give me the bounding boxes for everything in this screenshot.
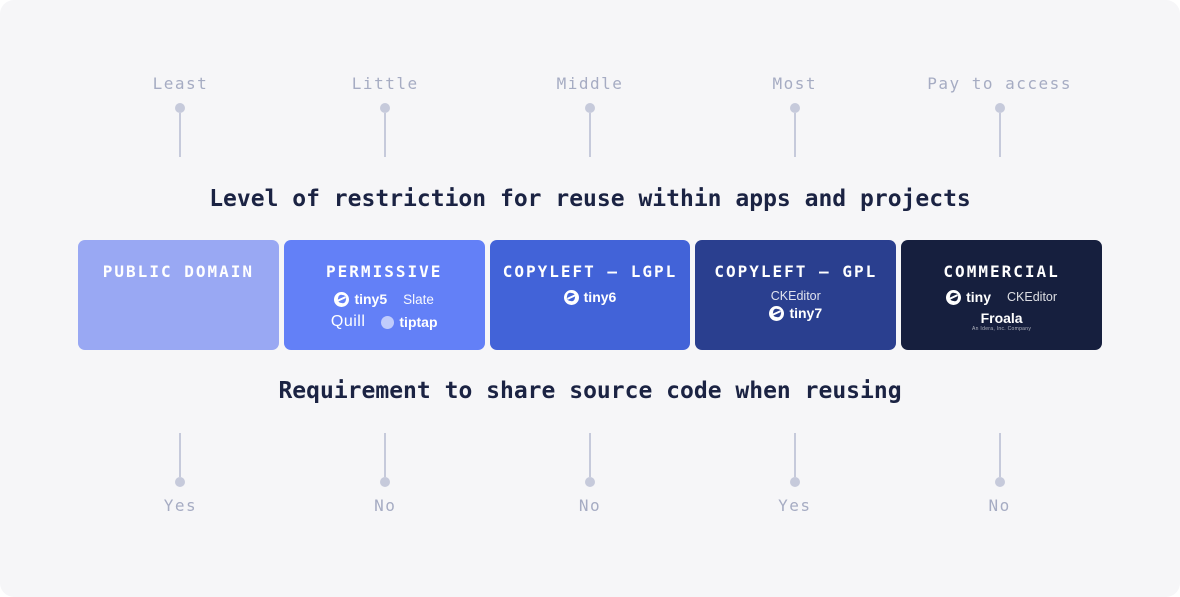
card-title: PUBLIC DOMAIN <box>102 262 255 281</box>
marker-dot <box>584 103 595 113</box>
marker-line <box>793 433 796 477</box>
card-title: COPYLEFT — GPL <box>714 262 878 281</box>
marker-label: No <box>988 496 1011 515</box>
quill-logo: Quill <box>330 313 366 330</box>
logo-row: tiny5 Slate <box>334 291 434 307</box>
marker-dot <box>584 477 595 487</box>
logo-row: CKEditor <box>771 289 821 303</box>
marker-line <box>998 113 1001 157</box>
marker-little: Little <box>283 74 488 157</box>
share-marker-copyleft-lgpl: No <box>488 433 693 515</box>
marker-least: Least <box>78 74 283 157</box>
tinymce-icon <box>334 291 350 307</box>
marker-line <box>588 433 591 477</box>
marker-dot <box>994 103 1005 113</box>
ckeditor-logo: CKEditor <box>1007 290 1058 304</box>
card-public-domain: PUBLIC DOMAIN <box>78 240 279 350</box>
marker-line <box>384 433 387 477</box>
marker-line <box>179 113 182 157</box>
marker-line <box>793 113 796 157</box>
froala-subtext: An Idera, Inc. Company <box>972 325 1032 332</box>
card-permissive: PERMISSIVE tiny5 Slate Quill tiptap <box>283 240 485 350</box>
tiptap-logo: tiptap <box>381 314 438 330</box>
ckeditor-logo: CKEditor <box>770 289 821 303</box>
share-source-heading: Requirement to share source code when re… <box>278 378 902 404</box>
marker-label: Least <box>152 74 209 93</box>
share-marker-copyleft-gpl: Yes <box>692 433 897 515</box>
marker-most: Most <box>692 74 897 157</box>
card-title: PERMISSIVE <box>326 262 443 281</box>
froala-logo: Froala An Idera, Inc. Company <box>972 310 1032 332</box>
tinymce-logo: tiny <box>946 289 991 305</box>
restriction-level-markers: Least Little Middle Most Pay to access <box>78 74 1102 157</box>
marker-line <box>588 113 591 157</box>
marker-label: Most <box>772 74 818 93</box>
card-copyleft-gpl: COPYLEFT — GPL CKEditor tiny7 <box>695 240 897 350</box>
logo-row: tiny7 <box>769 305 822 321</box>
marker-line <box>384 113 387 157</box>
tinymce-icon <box>946 289 962 305</box>
logo-row: tiny CKEditor <box>946 289 1057 305</box>
marker-label: Little <box>351 74 419 93</box>
tinymce-icon <box>769 305 785 321</box>
marker-dot <box>380 477 391 487</box>
marker-dot <box>175 477 186 487</box>
card-commercial: COMMERCIAL tiny CKEditor Froala An Idera… <box>901 240 1102 350</box>
share-source-markers: Yes No No Yes No <box>78 433 1102 515</box>
tinymce7-logo: tiny7 <box>769 305 822 321</box>
tiptap-icon <box>381 315 395 329</box>
marker-label: Middle <box>556 74 624 93</box>
marker-pay-to-access: Pay to access <box>897 74 1102 157</box>
share-marker-public-domain: Yes <box>78 433 283 515</box>
card-title: COPYLEFT — LGPL <box>502 262 678 281</box>
logo-row: tiny6 <box>563 289 616 305</box>
marker-label: Pay to access <box>927 74 1072 93</box>
tinymce5-logo: tiny5 <box>334 291 387 307</box>
share-marker-commercial: No <box>897 433 1102 515</box>
logo-row: Froala An Idera, Inc. Company <box>972 311 1031 332</box>
share-marker-permissive: No <box>283 433 488 515</box>
restriction-heading: Level of restriction for reuse within ap… <box>209 186 971 212</box>
marker-dot <box>994 477 1005 487</box>
marker-dot <box>380 103 391 113</box>
tinymce6-logo: tiny6 <box>563 289 616 305</box>
marker-line <box>179 433 182 477</box>
card-copyleft-lgpl: COPYLEFT — LGPL tiny6 <box>489 240 691 350</box>
marker-label: No <box>578 496 602 515</box>
marker-label: Yes <box>778 496 812 515</box>
marker-label: Yes <box>163 496 198 515</box>
marker-dot <box>789 103 800 113</box>
marker-middle: Middle <box>488 74 693 157</box>
tinymce-icon <box>563 289 579 305</box>
marker-label: No <box>374 496 397 515</box>
marker-dot <box>175 103 186 113</box>
marker-dot <box>789 477 800 487</box>
license-cards-row: PUBLIC DOMAIN PERMISSIVE tiny5 Slate Qui… <box>78 240 1102 350</box>
card-title: COMMERCIAL <box>943 262 1060 281</box>
slate-logo: Slate <box>403 291 434 307</box>
logo-row: Quill tiptap <box>331 313 438 331</box>
marker-line <box>998 433 1001 477</box>
